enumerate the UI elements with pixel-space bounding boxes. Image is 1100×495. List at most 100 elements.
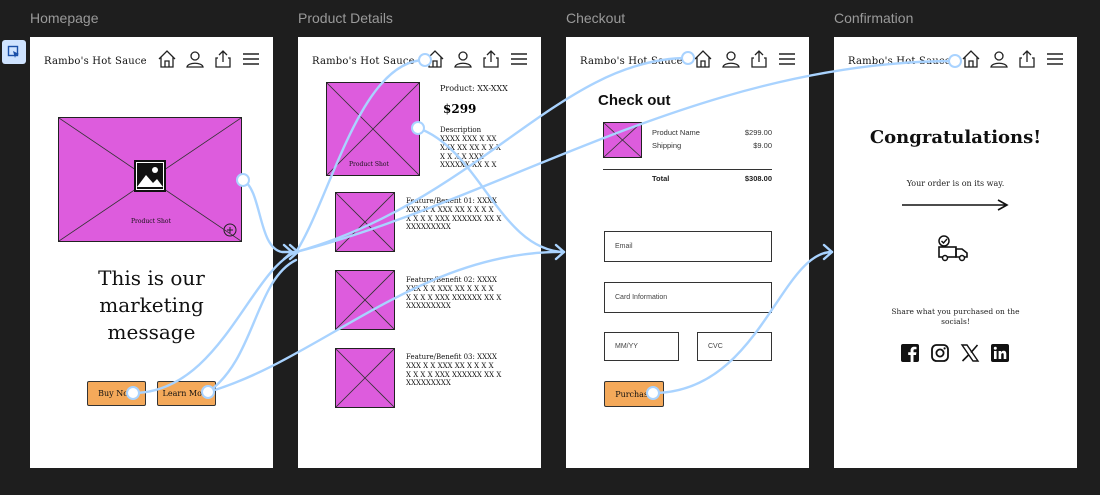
purchase-button[interactable]: Purchase [604, 381, 664, 407]
description-label: Description [440, 126, 482, 134]
card-info-field[interactable]: Card Information [604, 282, 772, 313]
feature-line: Feature/Benefit 03: XXXX [406, 353, 498, 361]
shipping-label: Shipping [652, 141, 682, 150]
feature-line: XXXXXXXXX [406, 223, 451, 232]
share-icon[interactable] [749, 49, 769, 69]
connection-arrowhead [554, 243, 566, 261]
marketing-line: marketing [99, 293, 204, 317]
frame-label-homepage[interactable]: Homepage [30, 10, 99, 26]
total-price: $308.00 [744, 174, 772, 183]
arrow-right-icon [902, 199, 1009, 211]
cvc-field[interactable]: CVC [697, 332, 772, 361]
menu-icon[interactable] [1045, 49, 1065, 69]
header: Rambo's Hot Sauce [298, 37, 541, 85]
feature-image [335, 192, 395, 252]
feature-line: X X X X XXX XXXXXX XX X [406, 214, 502, 223]
user-icon[interactable] [721, 49, 741, 69]
homepage-frame[interactable]: Rambo's Hot Sauce Product Shot This is o… [30, 37, 273, 468]
description-line: XXXX XXX X XX [440, 135, 497, 143]
product-price: $299 [443, 102, 477, 116]
feature-text: Feature/Benefit 02: XXXX XXX X X XXX XX … [406, 276, 501, 311]
user-icon[interactable] [989, 49, 1009, 69]
feature-line: Feature/Benefit 02: XXXX [406, 276, 498, 284]
email-field[interactable]: Email [604, 231, 772, 262]
product-main-image: Product Shot [326, 82, 420, 176]
home-icon[interactable] [425, 49, 445, 69]
header: Rambo's Hot Sauce [566, 37, 809, 85]
brand-name: Rambo's Hot Sauce [312, 56, 415, 67]
linkedin-icon[interactable] [990, 343, 1010, 363]
play-cursor-icon [7, 45, 19, 58]
header: Rambo's Hot Sauce [834, 37, 1077, 85]
item-name: Product Name [652, 128, 700, 137]
checkout-frame[interactable]: Rambo's Hot Sauce Check out Product Name… [566, 37, 809, 468]
connection-arrowhead [282, 243, 294, 261]
feature-line: XXX X X XXX XX X X X X [406, 205, 494, 214]
marketing-line: message [107, 320, 196, 344]
brand-name: Rambo's Hot Sauce [44, 56, 147, 67]
user-icon[interactable] [453, 49, 473, 69]
frame-label-product-details[interactable]: Product Details [298, 10, 393, 26]
feature-line: XXX X X XXX XX X X X X [406, 361, 494, 370]
menu-icon[interactable] [509, 49, 529, 69]
expiry-field[interactable]: MM/YY [604, 332, 679, 361]
hero-image: Product Shot [58, 117, 242, 242]
image-icon [134, 160, 166, 192]
description-line: XXX XX XX X X X [440, 143, 501, 152]
total-label: Total [652, 174, 670, 183]
shipping-price: $9.00 [753, 141, 772, 150]
product-code: Product: XX-XXX [440, 84, 508, 93]
frame-label-checkout[interactable]: Checkout [566, 10, 626, 26]
feature-line: XXXXXXXXX [406, 379, 451, 388]
feature-image [335, 270, 395, 330]
instagram-icon[interactable] [930, 343, 950, 363]
share-line: socials! [941, 317, 970, 327]
share-icon[interactable] [481, 49, 501, 69]
share-line: Share what you purchased on the [891, 307, 1020, 316]
feature-text: Feature/Benefit 01: XXXX XXX X X XXX XX … [406, 197, 501, 232]
feature-image [335, 348, 395, 408]
feature-line: X X X X XXX XXXXXX XX X [406, 293, 502, 302]
prototype-tool-button[interactable] [2, 40, 26, 64]
header: Rambo's Hot Sauce [30, 37, 273, 85]
add-circle-icon[interactable] [223, 223, 237, 237]
share-icon[interactable] [1017, 49, 1037, 69]
marketing-line: This is our [98, 266, 205, 290]
item-price: $299.00 [744, 128, 772, 137]
connection-arrowhead [288, 243, 300, 261]
user-icon[interactable] [185, 49, 205, 69]
hero-caption: Product Shot [131, 218, 171, 225]
cart-item-image [603, 122, 642, 158]
share-icon[interactable] [213, 49, 233, 69]
description-line: XXXXXX XX X X [440, 161, 497, 170]
description-text: XXXX XXX X XX XXX XX XX X X X X X X X XX… [440, 135, 501, 170]
frame-label-confirmation[interactable]: Confirmation [834, 10, 914, 26]
feature-text: Feature/Benefit 03: XXXX XXX X X XXX XX … [406, 353, 501, 388]
marketing-message: This is our marketing message [30, 265, 273, 346]
product-caption: Product Shot [349, 161, 389, 168]
x-icon[interactable] [960, 343, 980, 363]
confirmation-frame[interactable]: Rambo's Hot Sauce Congratulations! Your … [834, 37, 1077, 468]
delivery-truck-icon [938, 235, 968, 262]
feature-line: X X X X XXX XXXXXX XX X [406, 370, 502, 379]
share-prompt: Share what you purchased on the socials! [834, 307, 1077, 327]
order-status-text: Your order is on its way. [906, 179, 1005, 188]
product-details-frame[interactable]: Rambo's Hot Sauce Product Shot Product: … [298, 37, 541, 468]
description-line: X X X X XXX [440, 152, 484, 161]
facebook-icon[interactable] [900, 343, 920, 363]
menu-icon[interactable] [777, 49, 797, 69]
menu-icon[interactable] [241, 49, 261, 69]
learn-more-button[interactable]: Learn More [157, 381, 216, 406]
buy-now-button[interactable]: Buy Now [87, 381, 146, 406]
connection-arrowhead [822, 243, 834, 261]
brand-name: Rambo's Hot Sauce [848, 56, 951, 67]
home-icon[interactable] [157, 49, 177, 69]
home-icon[interactable] [961, 49, 981, 69]
checkout-title: Check out [598, 92, 671, 109]
social-links [900, 343, 1010, 363]
feature-line: Feature/Benefit 01: XXXX [406, 197, 498, 205]
feature-line: XXX X X XXX XX X X X X [406, 284, 494, 293]
home-icon[interactable] [693, 49, 713, 69]
congratulations-title: Congratulations! [869, 127, 1042, 148]
divider [603, 169, 772, 170]
